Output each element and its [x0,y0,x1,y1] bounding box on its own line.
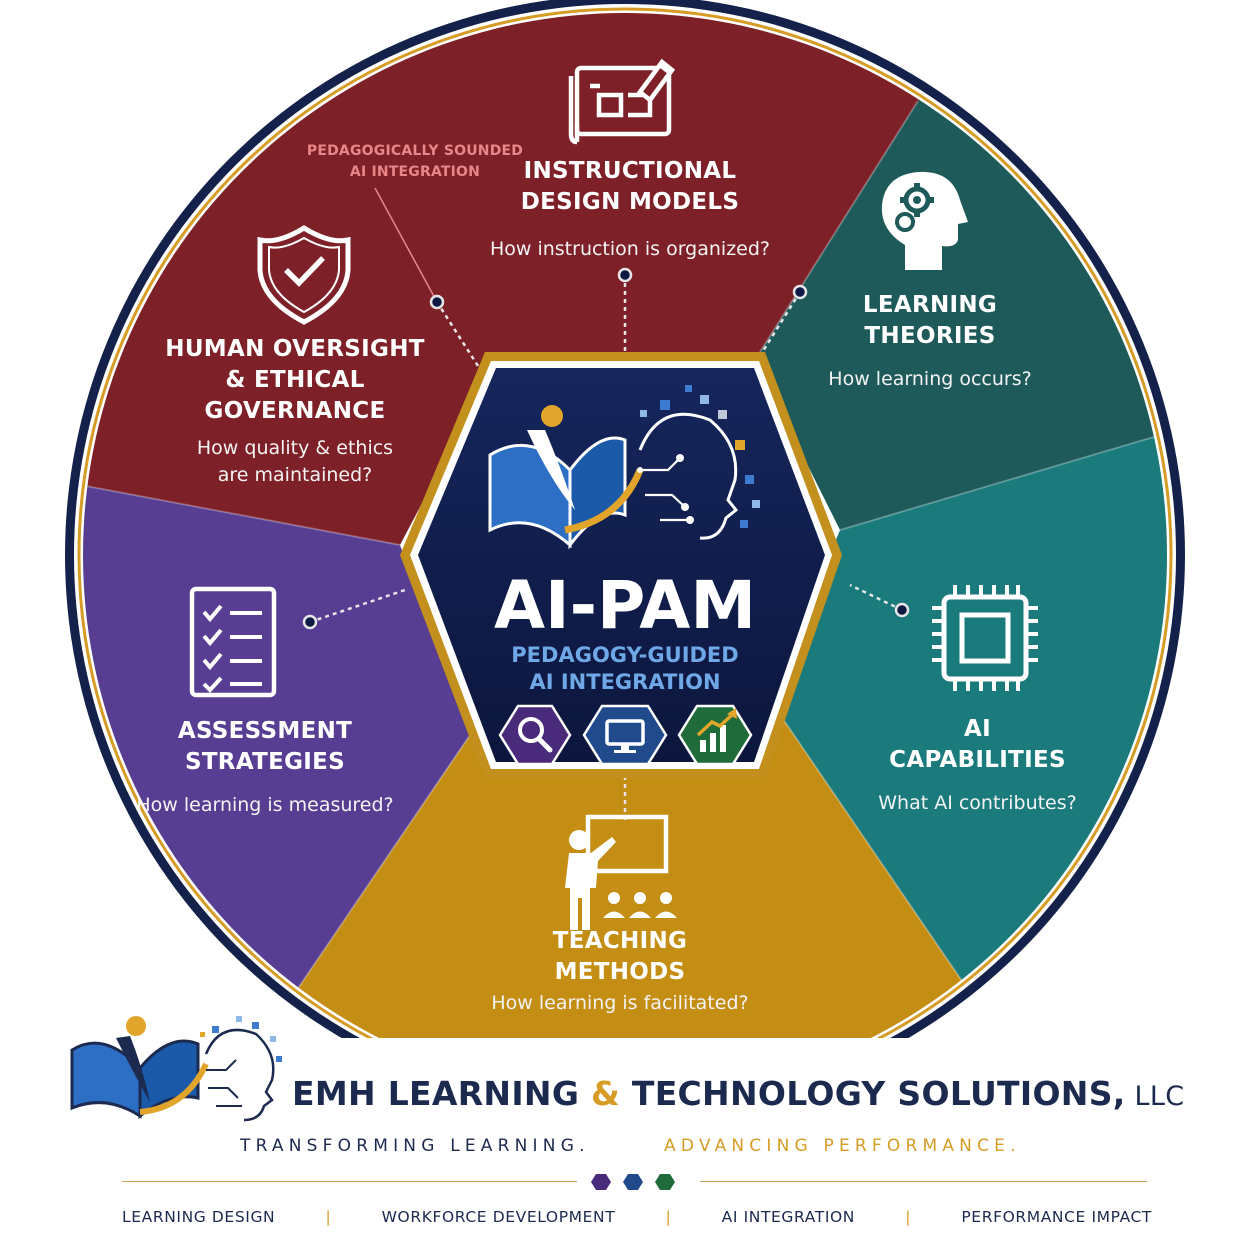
service-ai-integration: AI INTEGRATION [721,1208,855,1226]
segment-gold [290,700,975,1000]
divider-right [700,1181,1147,1182]
segment-title-line2: METHODS [554,959,686,985]
connector-dots [302,267,910,630]
segment-question: What AI contributes? [878,792,1077,814]
blueprint-pencil-icon [568,58,676,145]
divider-left [122,1181,577,1182]
center-book-ai-logo [488,385,760,550]
service-learning-design: LEARNING DESIGN [122,1208,276,1226]
segment-question-line2: are maintained? [217,464,373,486]
segment-question: How instruction is organized? [489,238,771,260]
teacher-board-icon [565,814,677,930]
magnifier-icon [498,704,572,766]
segment-title-line1: ASSESSMENT [177,718,353,744]
center-title: AI-PAM [494,567,756,644]
tagline-part1: TRANSFORMING LEARNING. [240,1136,590,1156]
segment-title-line2: STRATEGIES [184,749,346,775]
hexagon-dots [591,1174,675,1190]
label-instructional-design: INSTRUCTIONAL DESIGN MODELS How instruct… [480,156,780,263]
company-name-part2: TECHNOLOGY SOLUTIONS, [620,1074,1126,1113]
checklist-icon [189,586,277,698]
segment-title-line1: AI [964,716,991,742]
company-name-ampersand: & [591,1074,621,1113]
shield-check-icon [257,225,351,325]
center-subtitle-line1: PEDAGOGY-GUIDED [511,643,738,667]
label-ai-capabilities: AI CAPABILITIES What AI contributes? [845,714,1110,817]
segment-title-line2: THEORIES [864,323,996,349]
label-assessment-strategies: ASSESSMENT STRATEGIES How learning is me… [130,716,400,819]
growth-chart-icon [677,704,753,766]
center-subtitle-line2: AI INTEGRATION [529,670,720,694]
segment-question: How learning occurs? [828,368,1032,390]
company-name-suffix: LLC [1125,1081,1185,1112]
center-hexagon [418,368,825,762]
brand-footer [0,1038,1254,1254]
segment-title-line2: CAPABILITIES [889,747,1066,773]
service-separator: | [325,1208,332,1226]
head-gears-icon [881,171,968,270]
service-separator: | [905,1208,912,1226]
segment-title-line1: INSTRUCTIONAL [523,158,737,184]
company-name-part1: EMH LEARNING [292,1074,591,1113]
note-line2: AI INTEGRATION [349,164,481,180]
segment-title-line2: & ETHICAL GOVERNANCE [204,367,386,424]
monitor-icon [582,704,668,766]
service-performance-impact: PERFORMANCE IMPACT [961,1208,1152,1226]
service-workforce-development: WORKFORCE DEVELOPMENT [381,1208,616,1226]
label-human-oversight: HUMAN OVERSIGHT & ETHICAL GOVERNANCE How… [140,334,450,489]
segment-title-line2: DESIGN MODELS [520,189,740,215]
cpu-chip-icon [932,585,1038,691]
services-list: LEARNING DESIGN | WORKFORCE DEVELOPMENT … [122,1208,1152,1226]
note-line1: PEDAGOGICALLY SOUNDED [306,143,524,159]
segment-question: How learning is facilitated? [491,992,749,1014]
company-logo-icon [70,1016,282,1122]
tagline-part2: ADVANCING PERFORMANCE. [664,1136,1021,1156]
segment-question: How learning is measured? [136,794,394,816]
segment-title-line1: HUMAN OVERSIGHT [165,336,425,362]
segment-question-line1: How quality & ethics [196,437,394,459]
label-teaching-methods: TEACHING METHODS How learning is facilit… [470,926,770,1017]
company-name: EMH LEARNING & TECHNOLOGY SOLUTIONS, LLC [292,1074,1184,1113]
segment-title-line1: TEACHING [552,928,688,954]
segment-title-line1: LEARNING [862,292,998,318]
service-separator: | [665,1208,672,1226]
label-learning-theories: LEARNING THEORIES How learning occurs? [800,290,1060,393]
pedagogically-sounded-note: PEDAGOGICALLY SOUNDED AI INTEGRATION [300,141,530,183]
